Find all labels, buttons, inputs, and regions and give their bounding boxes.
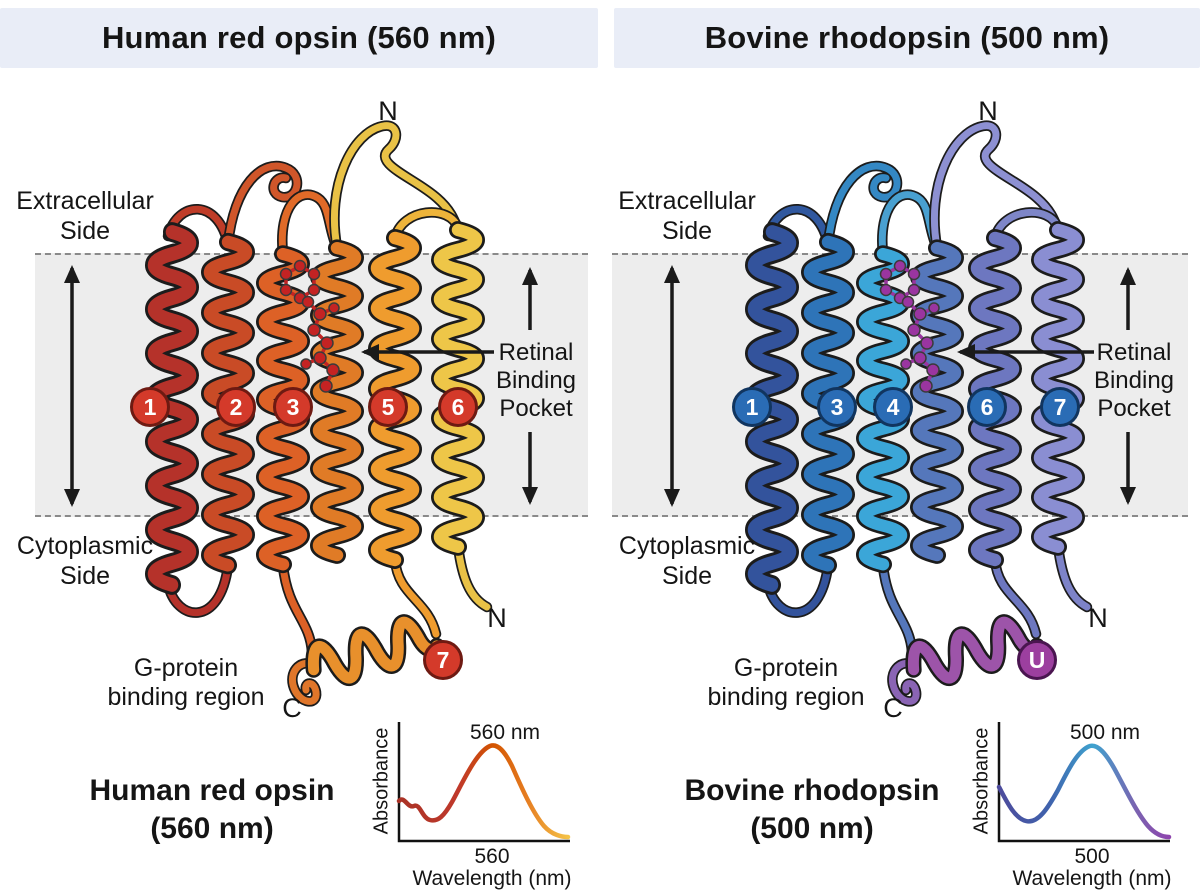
extracellular-line2: Side bbox=[661, 217, 713, 245]
right-gprotein-label: G-protein binding region bbox=[707, 654, 864, 712]
right-retinal-binding-pocket-label: Retinal Binding Pocket bbox=[1094, 339, 1174, 423]
left-extracellular-label: Extracellular Side bbox=[16, 186, 154, 246]
gprotein-line1: G-protein bbox=[133, 654, 239, 682]
helix-badge: 1 bbox=[130, 387, 170, 427]
retinal-line1: Retinal bbox=[498, 339, 574, 366]
left-caption: Human red opsin (560 nm) bbox=[89, 772, 334, 848]
right-spectrum-x-axis-label: Wavelength (nm) bbox=[1012, 867, 1172, 890]
gprotein-line2: binding region bbox=[707, 683, 865, 711]
helix-badge: U bbox=[1017, 640, 1057, 680]
left-spectrum-x-tick: 560 bbox=[474, 845, 510, 868]
right-protein-ribbon bbox=[754, 126, 1087, 702]
right-spectrum-peak-label: 500 nm bbox=[1069, 721, 1141, 744]
retinal-line2: Binding bbox=[495, 367, 577, 394]
right-cytoplasmic-label: Cytoplasmic Side bbox=[619, 531, 755, 591]
helix-badge: 4 bbox=[873, 387, 913, 427]
right-n-terminus-bottom: N bbox=[1088, 603, 1108, 633]
helix-badge: 2 bbox=[216, 387, 256, 427]
right-caption-line1: Bovine rhodopsin bbox=[684, 774, 940, 807]
right-spectrum-x-tick: 500 bbox=[1074, 845, 1110, 868]
gprotein-line2: binding region bbox=[107, 683, 265, 711]
right-panel-title: Bovine rhodopsin (500 nm) bbox=[614, 8, 1200, 68]
left-c-terminus: C bbox=[282, 693, 302, 723]
left-spectrum-x-axis-label: Wavelength (nm) bbox=[412, 867, 572, 890]
left-gprotein-label: G-protein binding region bbox=[107, 654, 264, 712]
left-n-terminus-bottom: N bbox=[487, 603, 507, 633]
cytoplasmic-line1: Cytoplasmic bbox=[618, 532, 756, 560]
helix-badge: 6 bbox=[967, 387, 1007, 427]
helix-badge: 3 bbox=[273, 387, 313, 427]
extracellular-line1: Extracellular bbox=[618, 187, 756, 215]
cytoplasmic-line1: Cytoplasmic bbox=[16, 532, 154, 560]
left-n-terminus-top: N bbox=[378, 96, 398, 126]
right-spectrum-axes bbox=[997, 722, 1170, 843]
right-spectrum-y-axis-label: Absorbance bbox=[970, 727, 993, 835]
left-retinal-binding-pocket-label: Retinal Binding Pocket bbox=[496, 339, 576, 423]
right-caption-line2: (500 nm) bbox=[750, 812, 874, 845]
right-extracellular-label: Extracellular Side bbox=[618, 186, 756, 246]
left-spectrum-y-axis-label: Absorbance bbox=[370, 727, 393, 835]
cytoplasmic-line2: Side bbox=[59, 562, 111, 590]
helix-badge: 7 bbox=[423, 640, 463, 680]
helix-badge: 6 bbox=[438, 387, 478, 427]
left-spectrum-peak-label: 560 nm bbox=[469, 721, 541, 744]
helix-8 bbox=[308, 615, 439, 687]
left-panel-title: Human red opsin (560 nm) bbox=[0, 8, 598, 68]
retinal-line2: Binding bbox=[1093, 367, 1175, 394]
right-absorbance-spectrum bbox=[996, 722, 1172, 843]
left-cytoplasmic-label: Cytoplasmic Side bbox=[17, 531, 153, 591]
helix-badge: 1 bbox=[732, 387, 772, 427]
helix-badge: 7 bbox=[1040, 387, 1080, 427]
cytoplasmic-line2: Side bbox=[661, 562, 713, 590]
left-caption-line1: Human red opsin bbox=[89, 774, 335, 807]
retinal-line1: Retinal bbox=[1096, 339, 1172, 366]
left-spectrum-curve bbox=[396, 743, 571, 840]
left-spectrum-axes bbox=[397, 722, 570, 843]
extracellular-line1: Extracellular bbox=[16, 187, 154, 215]
extracellular-line2: Side bbox=[59, 217, 111, 245]
helix-badge: 3 bbox=[817, 387, 857, 427]
left-protein-ribbon bbox=[154, 126, 487, 702]
left-caption-line2: (560 nm) bbox=[150, 812, 274, 845]
left-absorbance-spectrum bbox=[396, 722, 571, 843]
gprotein-line1: G-protein bbox=[733, 654, 839, 682]
helix-4 bbox=[319, 248, 355, 555]
retinal-line3: Pocket bbox=[499, 395, 573, 422]
annotation-arrows bbox=[64, 265, 1136, 507]
right-c-terminus: C bbox=[883, 693, 903, 723]
right-caption: Bovine rhodopsin (500 nm) bbox=[685, 772, 940, 848]
right-spectrum-curve bbox=[996, 743, 1172, 840]
retinal-line3: Pocket bbox=[1097, 395, 1171, 422]
helix-badge: 5 bbox=[368, 387, 408, 427]
right-n-terminus-top: N bbox=[978, 96, 998, 126]
helix-4 bbox=[919, 248, 955, 555]
